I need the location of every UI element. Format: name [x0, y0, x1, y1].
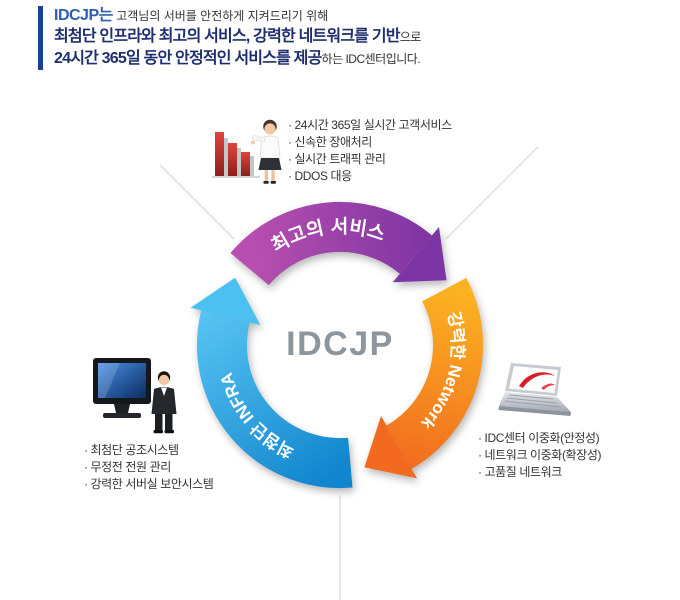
cycle-arc-infra — [196, 310, 353, 489]
list-item: · IDC센터 이중화(안정성) — [478, 431, 600, 445]
ray-upper-right — [445, 146, 539, 240]
list-item: · 네트워크 이중화(확장성) — [478, 448, 602, 462]
cycle-arrowhead-network — [364, 416, 417, 479]
customer-service-illustration — [212, 119, 282, 184]
ray-upper-left — [159, 164, 235, 240]
header-line3-strong: 24시간 365일 동안 안정적인 서비스를 제공 — [54, 50, 322, 67]
header-accent-bar — [38, 6, 43, 70]
infra-callout-list: · 최첨단 공조시스템 · 무정전 전원 관리 · 강력한 서버실 보안시스템 — [84, 442, 214, 493]
bar-chart-icon — [212, 132, 260, 178]
center-label-text: IDCJP — [286, 325, 394, 363]
list-item: · 최첨단 공조시스템 — [84, 443, 179, 457]
list-item: · DDOS 대응 — [288, 169, 352, 183]
cycle-arrows — [190, 201, 483, 489]
cycle-center-label: IDCJP IDCJP — [286, 325, 396, 365]
cycle-arrowhead-infra — [190, 277, 261, 326]
brand-name: IDCJP는 — [54, 7, 113, 24]
radiating-lines — [159, 146, 539, 600]
cycle-arc-service — [230, 201, 432, 286]
laptop-icon — [498, 363, 571, 416]
header-line2-strong: 최첨단 인프라와 최고의 서비스, 강력한 네트워크를 기반 — [54, 28, 400, 45]
infra-monitor-illustration — [93, 358, 177, 434]
header-line3: 24시간 365일 동안 안정적인 서비스를 제공하는 IDC센터입니다. — [54, 48, 421, 70]
network-laptop-illustration — [498, 363, 571, 416]
service-agent-icon — [251, 119, 282, 184]
list-item: · 신속한 장애처리 — [288, 135, 372, 149]
header: IDCJP는 고객님의 서버를 안전하게 지켜드리기 위해 최첨단 인프라와 최… — [38, 6, 421, 70]
engineer-icon — [151, 371, 177, 434]
header-text: IDCJP는 고객님의 서버를 안전하게 지켜드리기 위해 최첨단 인프라와 최… — [54, 6, 421, 70]
network-callout-list: · IDC센터 이중화(안정성) · 네트워크 이중화(확장성) · 고품질 네… — [478, 430, 601, 481]
header-line3-suffix: 하는 IDC센터입니다. — [321, 52, 421, 66]
list-item: · 실시간 트래픽 관리 — [288, 152, 386, 166]
center-label-emboss: IDCJP — [288, 327, 396, 365]
header-line1: IDCJP는 고객님의 서버를 안전하게 지켜드리기 위해 — [54, 6, 421, 26]
list-item: · 강력한 서버실 보안시스템 — [84, 477, 214, 491]
list-item: · 무정전 전원 관리 — [84, 460, 171, 474]
header-line2: 최첨단 인프라와 최고의 서비스, 강력한 네트워크를 기반으로 — [54, 26, 421, 48]
list-item: · 24시간 365일 실시간 고객서비스 — [288, 118, 452, 132]
cycle-arc-network — [385, 277, 483, 469]
cycle-arrowhead-service — [392, 227, 447, 283]
monitor-icon — [93, 358, 151, 418]
service-callout-list: · 24시간 365일 실시간 고객서비스 · 신속한 장애처리 · 실시간 트… — [288, 117, 452, 185]
list-item: · 고품질 네트워크 — [478, 465, 562, 479]
header-line2-suffix: 으로 — [399, 30, 422, 44]
header-line1-rest: 고객님의 서버를 안전하게 지켜드리기 위해 — [116, 9, 329, 23]
